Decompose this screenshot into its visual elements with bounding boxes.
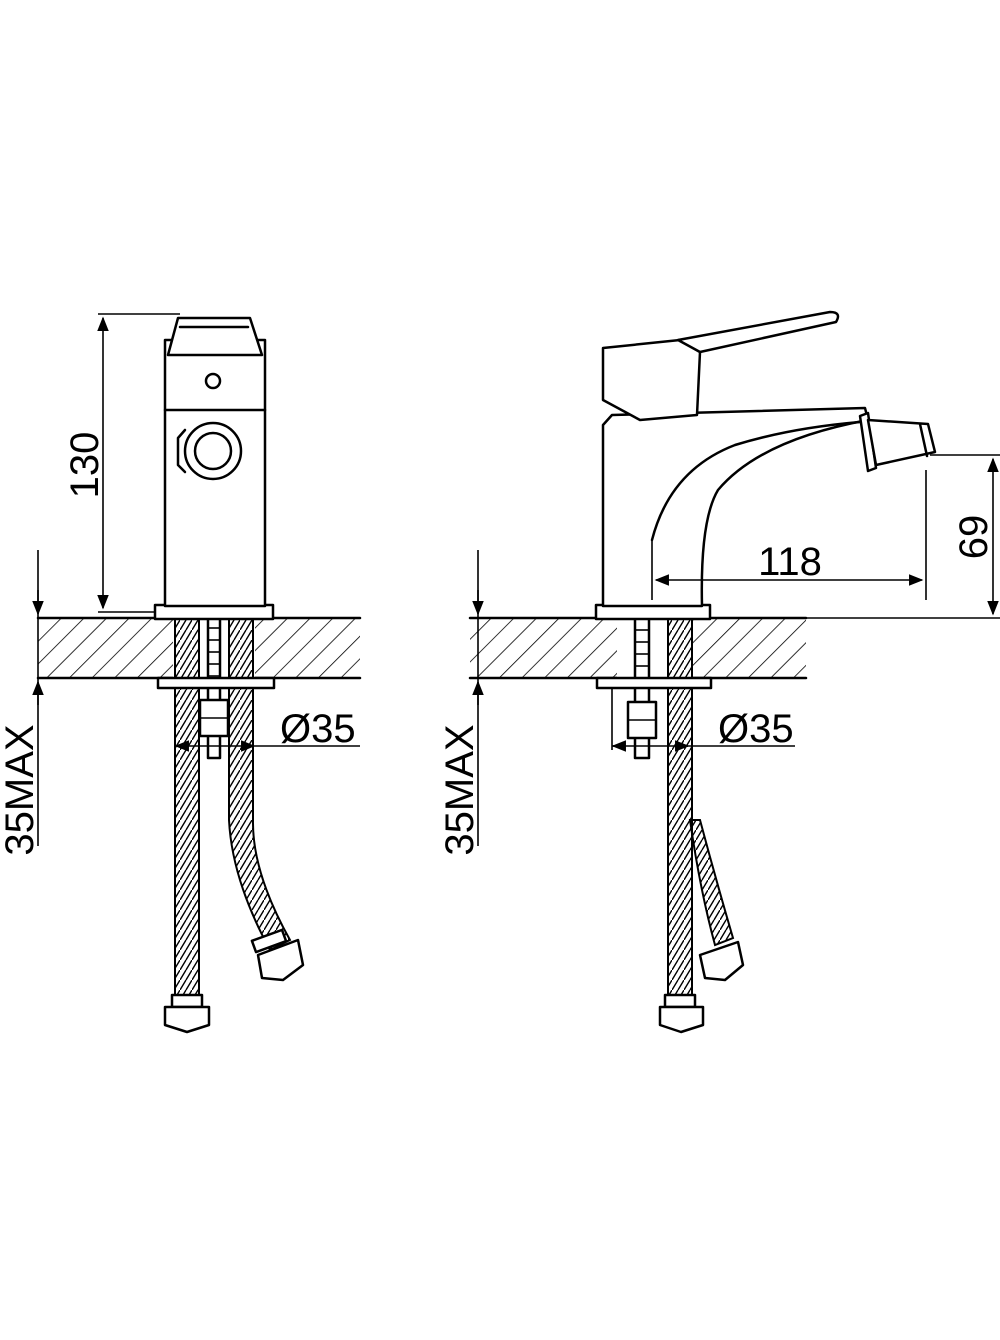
front-mounting-stud	[156, 616, 276, 760]
spout-reach-label: 118	[758, 540, 822, 584]
side-max-thickness-label: 35MAX	[438, 724, 482, 855]
max-thickness-label: 35MAX	[0, 724, 42, 855]
front-hole-diameter-dimension: Ø35	[174, 707, 360, 752]
front-faucet-body	[153, 316, 275, 621]
side-spout-height-dimension: 69	[806, 454, 1000, 619]
side-faucet-body	[594, 310, 937, 621]
side-max-thickness-dimension: 35MAX	[438, 550, 484, 856]
front-height-dimension: 130	[63, 313, 180, 613]
height-130-label: 130	[63, 432, 107, 499]
side-mounting-stud	[595, 616, 713, 760]
side-hole-diameter-label: Ø35	[718, 707, 794, 751]
hole-diameter-label: Ø35	[280, 707, 356, 751]
side-spout-reach-dimension: 118	[651, 470, 927, 600]
front-view: 130 35MAX Ø35	[0, 313, 362, 1034]
side-view: 69 118 35MAX Ø35	[438, 310, 1000, 1034]
front-max-thickness-dimension: 35MAX	[0, 550, 44, 856]
spout-height-label: 69	[952, 515, 996, 560]
side-hole-diameter-dimension: Ø35	[611, 688, 795, 752]
